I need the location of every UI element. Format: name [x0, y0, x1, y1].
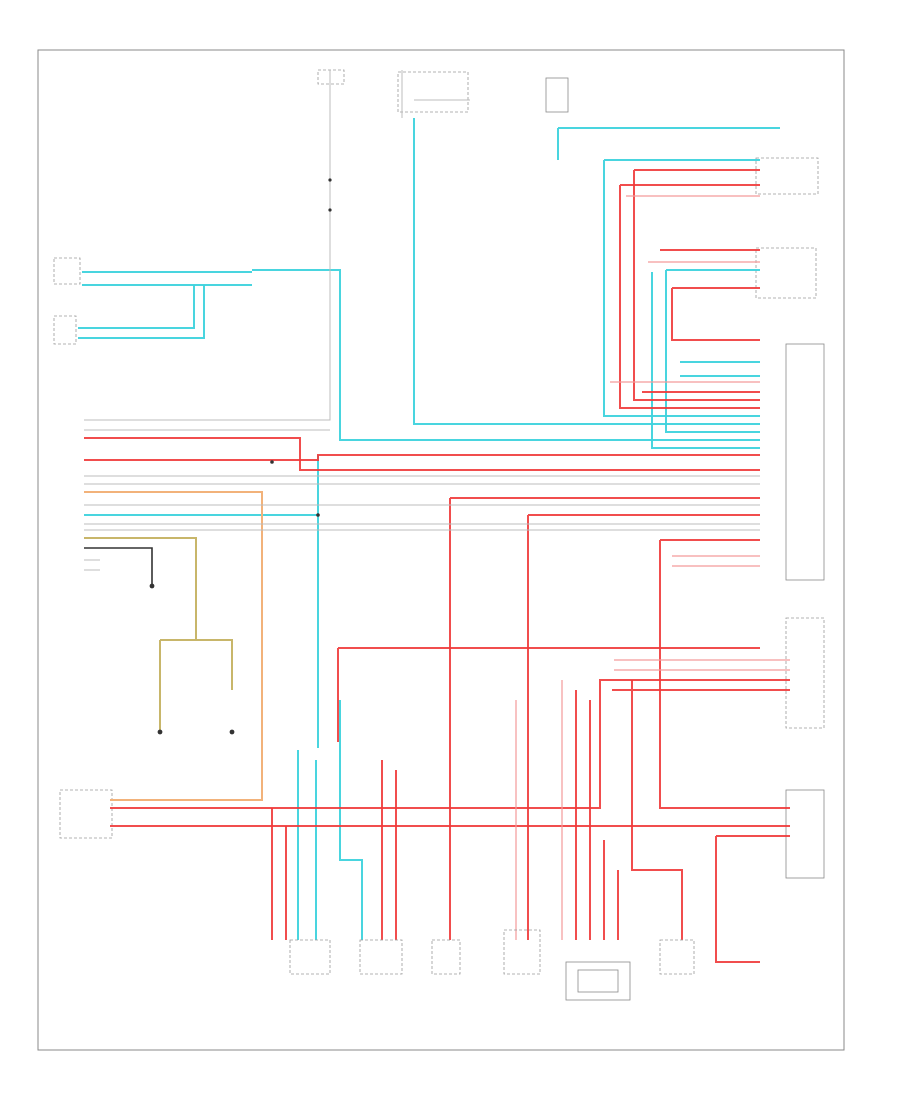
top-component-group: [53, 69, 825, 879]
component-box-ecu: [785, 343, 825, 581]
red-wire: [619, 184, 760, 409]
splice-dot: [328, 208, 332, 212]
bottom-connector: [659, 939, 695, 975]
bottom-connector: [431, 939, 461, 975]
component-box-rear-module: [785, 789, 825, 879]
component-box-left-connector: [53, 315, 77, 345]
component-box-left-door: [59, 789, 113, 839]
pink-wire-group: [515, 195, 790, 940]
ground-terminal: [229, 729, 235, 735]
red-wire: [381, 760, 397, 940]
red-wire-group: [84, 169, 790, 963]
gray-wire: [401, 70, 470, 118]
gray-wire: [84, 70, 331, 431]
bottom-connector: [503, 929, 541, 975]
cyan-wire: [665, 269, 760, 433]
pink-wire: [610, 381, 790, 671]
pink-wire: [626, 195, 760, 263]
cyan-wire: [78, 285, 205, 339]
splice-dot: [316, 513, 320, 517]
ground-terminal: [157, 729, 163, 735]
gray-wire: [84, 475, 760, 531]
red-wire: [633, 169, 760, 401]
misc-wire-group: [84, 70, 760, 801]
red-wire: [575, 690, 619, 940]
component-box-cluster: [53, 257, 81, 285]
red-wire: [659, 539, 790, 809]
red-wire: [660, 249, 760, 341]
pink-wire: [515, 680, 563, 940]
component-box-top-mid: [397, 71, 469, 113]
diagram-frame: [37, 49, 845, 1051]
cyan-wire: [651, 272, 760, 449]
cyan-wire: [680, 361, 760, 377]
splice-dot: [328, 178, 332, 182]
cyan-wire: [557, 127, 780, 417]
gray-wire: [84, 504, 760, 571]
bottom-connector: [565, 961, 631, 1001]
component-box-right-mid: [755, 247, 817, 299]
yellow-wire: [84, 537, 197, 640]
orange-wire: [84, 491, 263, 801]
red-wire: [84, 454, 760, 461]
component-box-top-left: [317, 69, 345, 85]
yellow-wire: [159, 639, 233, 730]
cyan-wire: [413, 118, 760, 425]
red-wire: [110, 679, 790, 809]
ground-terminal: [149, 583, 155, 589]
cyan-wire: [339, 700, 363, 940]
cyan-wire: [84, 455, 319, 748]
red-wire: [271, 808, 287, 940]
red-wire: [84, 437, 760, 471]
black-wire: [84, 547, 153, 584]
cyan-wire: [82, 269, 760, 441]
splice-group: [149, 178, 332, 735]
bottom-connector: [289, 939, 331, 975]
cyan-wire-group: [78, 118, 780, 940]
red-wire: [527, 514, 760, 940]
red-wire: [715, 835, 790, 963]
red-wire: [449, 497, 760, 940]
component-box-door-module: [785, 617, 825, 729]
cyan-wire: [297, 750, 317, 940]
component-box-right-upper: [755, 157, 819, 195]
red-wire: [612, 680, 790, 940]
splice-dot: [270, 460, 274, 464]
component-box-top-right: [545, 77, 569, 113]
pink-wire: [672, 555, 760, 567]
bottom-connector-inner: [577, 969, 619, 993]
bottom-connector-group: [289, 929, 695, 1001]
red-wire: [337, 647, 760, 742]
bottom-connector: [359, 939, 403, 975]
